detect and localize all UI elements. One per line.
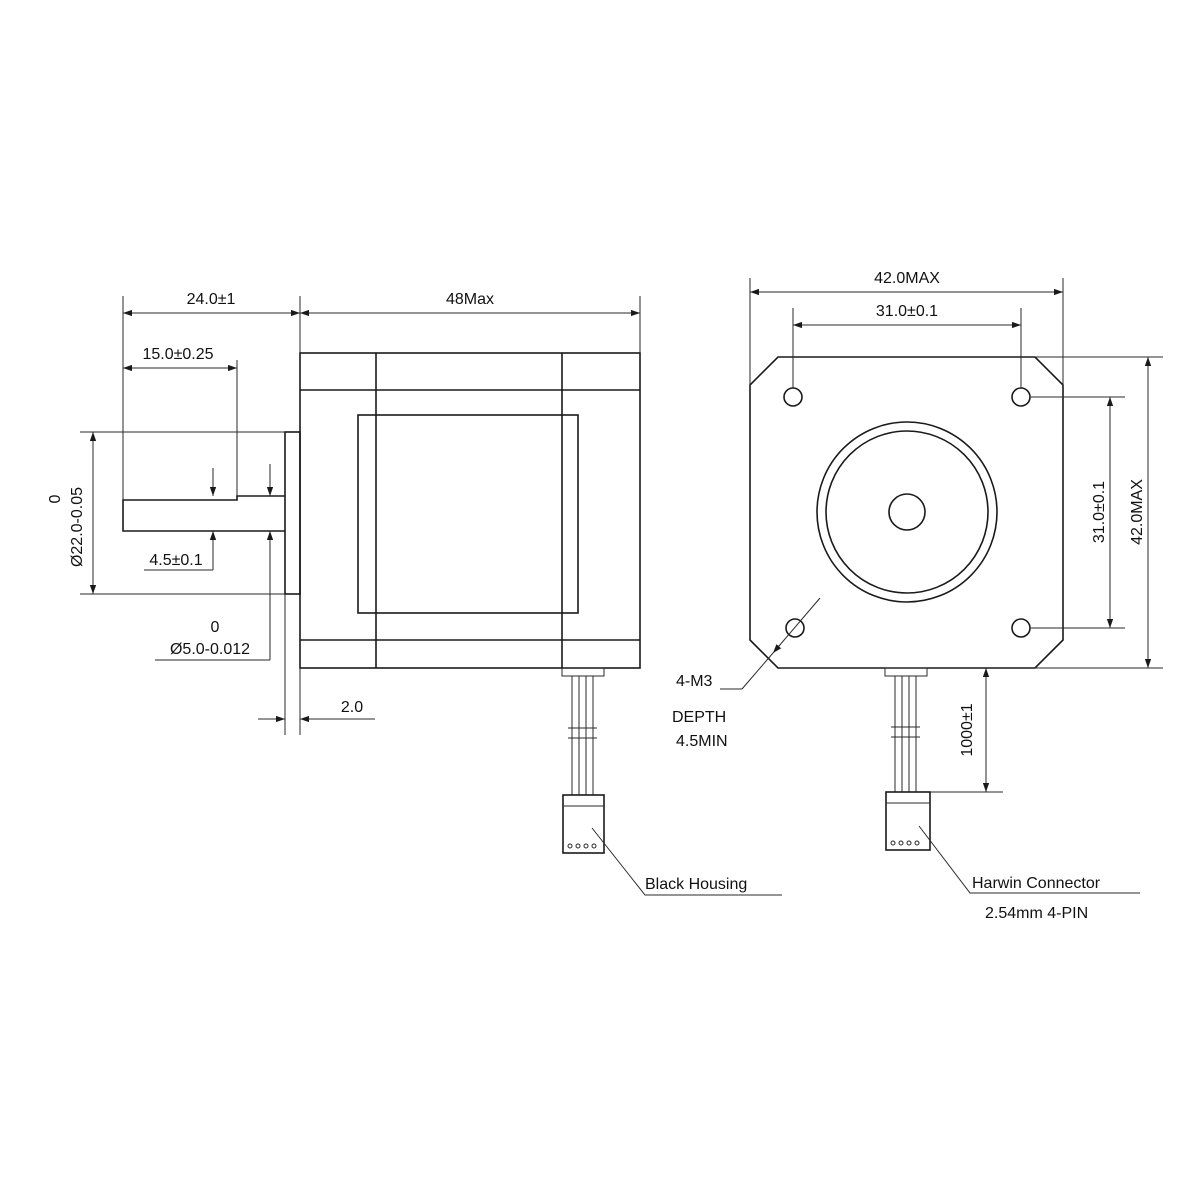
- housing-leader: [591, 827, 782, 896]
- housing-label: Black Housing: [645, 876, 747, 893]
- hole-depth-line2: 4.5MIN: [676, 733, 728, 750]
- boss-side: [284, 431, 301, 595]
- mount-hole-top-right: [1011, 387, 1031, 407]
- dim-flange-to-shaft-tip: 24.0±1: [187, 291, 236, 308]
- side-dimension-lines: [89, 309, 640, 723]
- dim-flat-depth: 4.5±0.1: [149, 552, 202, 569]
- dim-height-max: 42.0MAX: [1129, 479, 1146, 545]
- inner-boss-ring: [825, 430, 989, 594]
- connector-spec: 2.54mm 4-PIN: [985, 905, 1088, 922]
- dim-boss-diameter-upper: 0: [47, 494, 64, 503]
- hole-label: 4-M3: [676, 673, 713, 690]
- cable-side: [561, 667, 605, 795]
- mount-hole-bottom-right: [1011, 618, 1031, 638]
- mount-hole-bottom-left: [785, 618, 805, 638]
- dim-shaft-diameter-upper: 0: [211, 619, 220, 636]
- outer-boss-ring: [816, 421, 998, 603]
- dim-cable-length: 1000±1: [959, 703, 976, 756]
- dim-hole-spacing-v: 31.0±0.1: [1091, 481, 1108, 543]
- black-housing-connector: [562, 794, 605, 854]
- front-extension-lines: [749, 278, 1163, 793]
- motor-body-side: [299, 352, 641, 669]
- dim-body-length: 48Max: [446, 291, 494, 308]
- front-view: 42.0MAX 31.0±0.1 31.0±0.1 42.0MAX 4-M3 D…: [672, 270, 1163, 922]
- dim-width-max: 42.0MAX: [874, 270, 940, 287]
- dim-flat-length: 15.0±0.25: [142, 346, 213, 363]
- shaft-side: [122, 495, 285, 532]
- cable-front: [884, 667, 928, 792]
- shaft-front: [888, 493, 926, 531]
- mount-hole-top-left: [783, 387, 803, 407]
- dim-boss-diameter: Ø22.0-0.05: [69, 487, 86, 567]
- connector-label: Harwin Connector: [972, 875, 1101, 892]
- dim-shaft-diameter: Ø5.0-0.012: [170, 641, 250, 658]
- dim-hole-spacing-h: 31.0±0.1: [876, 303, 938, 320]
- harwin-connector: [885, 791, 931, 851]
- connector-leader: [918, 825, 1140, 894]
- side-view: 24.0±1 48Max 15.0±0.25 0 Ø22.0-0.05 4.5±…: [47, 291, 782, 896]
- dim-boss-height: 2.0: [341, 699, 363, 716]
- hole-leader: [720, 597, 821, 690]
- hole-depth-line1: DEPTH: [672, 709, 726, 726]
- side-extension-lines: [80, 296, 641, 735]
- front-dimension-lines: [750, 288, 1152, 792]
